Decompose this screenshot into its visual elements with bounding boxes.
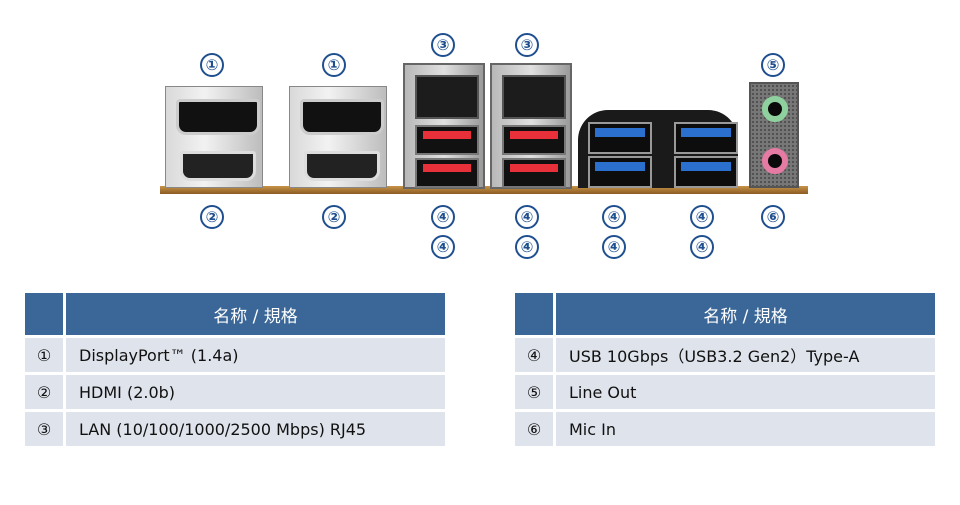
header-title: 名称 / 規格: [66, 293, 445, 335]
lan-usb-stack-1: [403, 63, 485, 189]
callout-label: ④: [515, 205, 539, 229]
table-row: ⑤ Line Out: [515, 375, 935, 409]
usb-stack-3: [578, 110, 738, 188]
dp-hdmi-stack-2: [289, 86, 387, 188]
row-name: LAN (10/100/1000/2500 Mbps) RJ45: [66, 412, 445, 446]
table-row: ② HDMI (2.0b): [25, 375, 445, 409]
callout-label: ④: [602, 235, 626, 259]
pcb-board: [160, 186, 808, 194]
row-num: ⑤: [515, 375, 553, 409]
row-num: ③: [25, 412, 63, 446]
usb-port: [502, 125, 566, 155]
callout-label: ④: [515, 235, 539, 259]
row-name: USB 10Gbps（USB3.2 Gen2）Type-A: [556, 338, 935, 372]
spec-table-left: 名称 / 規格 ① DisplayPort™ (1.4a) ② HDMI (2.…: [22, 290, 448, 449]
usb-port: [674, 156, 738, 188]
row-name: DisplayPort™ (1.4a): [66, 338, 445, 372]
line-out-jack: [762, 96, 788, 122]
displayport-connector: [176, 99, 260, 135]
callout-label: ④: [690, 205, 714, 229]
usb-port: [415, 158, 479, 188]
row-name: HDMI (2.0b): [66, 375, 445, 409]
table-header-row: 名称 / 規格: [515, 293, 935, 335]
spec-table-right: 名称 / 規格 ④ USB 10Gbps（USB3.2 Gen2）Type-A …: [512, 290, 938, 449]
usb-port: [415, 125, 479, 155]
audio-jack-block: [749, 82, 799, 188]
callout-label: ⑥: [761, 205, 785, 229]
hdmi-connector: [304, 151, 380, 181]
header-num-cell: [25, 293, 63, 335]
row-num: ⑥: [515, 412, 553, 446]
callout-label: ④: [690, 235, 714, 259]
row-num: ②: [25, 375, 63, 409]
callout-label: ③: [431, 33, 455, 57]
rj45-connector: [415, 75, 479, 119]
hdmi-connector: [180, 151, 256, 181]
callout-label: ②: [200, 205, 224, 229]
header-num-cell: [515, 293, 553, 335]
callout-label: ⑤: [761, 53, 785, 77]
row-num: ①: [25, 338, 63, 372]
row-name: Mic In: [556, 412, 935, 446]
callout-label: ④: [602, 205, 626, 229]
table-row: ④ USB 10Gbps（USB3.2 Gen2）Type-A: [515, 338, 935, 372]
mic-in-jack: [762, 148, 788, 174]
dp-hdmi-stack-1: [165, 86, 263, 188]
usb-port: [588, 156, 652, 188]
table-row: ① DisplayPort™ (1.4a): [25, 338, 445, 372]
table-row: ⑥ Mic In: [515, 412, 935, 446]
rj45-connector: [502, 75, 566, 119]
callout-label: ①: [322, 53, 346, 77]
callout-label: ②: [322, 205, 346, 229]
callout-label: ③: [515, 33, 539, 57]
header-title: 名称 / 規格: [556, 293, 935, 335]
usb-port: [588, 122, 652, 154]
usb-port: [502, 158, 566, 188]
callout-label: ④: [431, 235, 455, 259]
table-row: ③ LAN (10/100/1000/2500 Mbps) RJ45: [25, 412, 445, 446]
lan-usb-stack-2: [490, 63, 572, 189]
callout-label: ④: [431, 205, 455, 229]
usb-port: [674, 122, 738, 154]
row-name: Line Out: [556, 375, 935, 409]
table-header-row: 名称 / 規格: [25, 293, 445, 335]
displayport-connector: [300, 99, 384, 135]
row-num: ④: [515, 338, 553, 372]
callout-label: ①: [200, 53, 224, 77]
